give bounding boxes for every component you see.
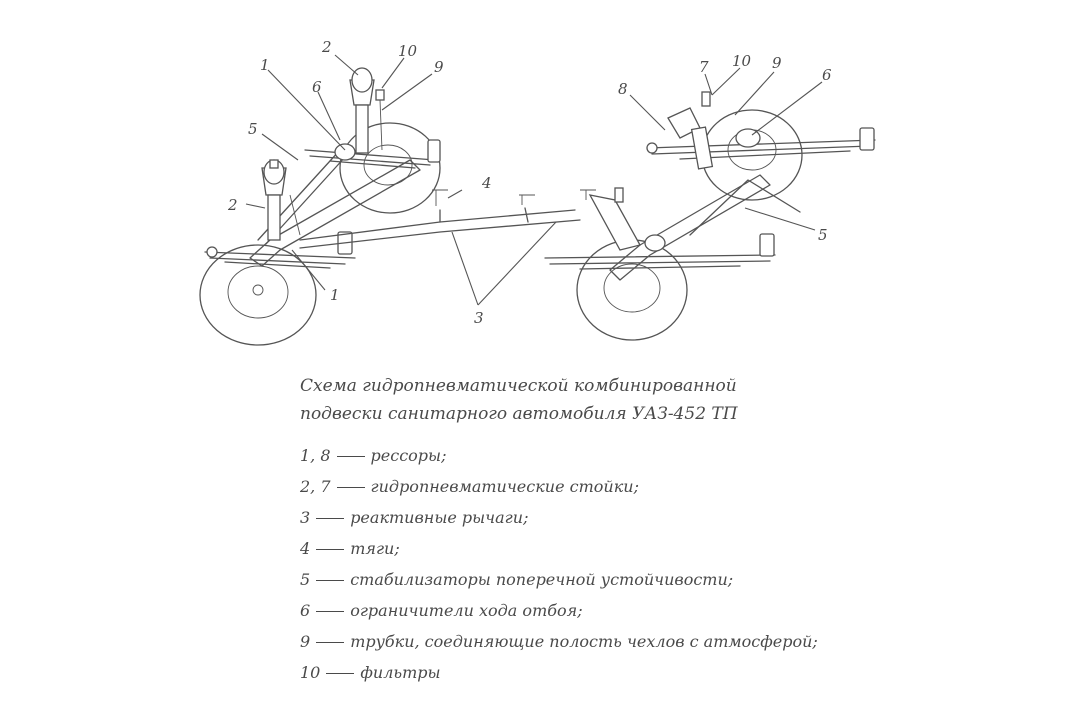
- rear-leaf-springs: [544, 127, 876, 270]
- front-rebound-limiter: [334, 143, 356, 161]
- callout-7: 7: [699, 58, 709, 76]
- callout-3: 3: [474, 309, 484, 327]
- callout-5-front: 5: [248, 120, 258, 138]
- legend-text: гидропневматические стойки;: [370, 477, 639, 496]
- front-leaf-springs: [204, 139, 441, 269]
- callout-9-front: 9: [434, 58, 444, 76]
- legend-list: 1, 8 рессоры; 2, 7 гидропневматические сто…: [300, 440, 1060, 688]
- legend-key: 9: [300, 632, 311, 651]
- rear-stabilizer: [689, 179, 801, 236]
- front-near-wheel: [199, 244, 317, 346]
- legend-text: рессоры;: [370, 446, 447, 465]
- front-far-wheel: [339, 122, 441, 214]
- callout-2-front-near: 2: [227, 196, 238, 214]
- callout-1-front-near: 1: [330, 286, 340, 304]
- legend-key: 4: [300, 539, 311, 558]
- legend-key: 3: [300, 508, 311, 527]
- legend-key: 2, 7: [300, 477, 331, 496]
- legend-item: 5 стабилизаторы поперечной устойчивости;: [300, 564, 1060, 595]
- legend-dash: [316, 611, 345, 612]
- link-rod: [439, 207, 529, 223]
- legend-dash: [326, 673, 355, 674]
- legend-item: 10 фильтры: [300, 657, 1060, 688]
- rear-reaction-arm-assembly: [588, 187, 666, 252]
- legend-item: 6 ограничители хода отбоя;: [300, 595, 1060, 626]
- diagram-caption: Схема гидропневматической комбинированно…: [300, 372, 1060, 428]
- caption-line-1: Схема гидропневматической комбинированно…: [300, 376, 737, 396]
- legend-item: 9 трубки, соединяющие полость чехлов с ат…: [300, 626, 1060, 657]
- callout-5-rear: 5: [818, 226, 828, 244]
- legend-text: тяги;: [350, 539, 400, 558]
- legend-item: 1, 8 рессоры;: [300, 440, 1060, 471]
- legend-dash: [336, 456, 365, 457]
- legend-key: 1, 8: [300, 446, 331, 465]
- callout-4: 4: [481, 174, 492, 192]
- legend-item: 4 тяги;: [300, 533, 1060, 564]
- legend-text: трубки, соединяющие полость чехлов с атм…: [350, 632, 818, 651]
- legend-text: реактивные рычаги;: [350, 508, 529, 527]
- legend-key: 6: [300, 601, 311, 620]
- callout-2-front-far: 2: [321, 38, 332, 56]
- legend-dash: [316, 580, 345, 581]
- front-left-strut: [261, 159, 287, 241]
- legend-text: стабилизаторы поперечной устойчивости;: [350, 570, 734, 589]
- callout-6-rear: 6: [822, 66, 832, 84]
- leader-lines: [245, 54, 823, 306]
- callout-9-rear: 9: [772, 54, 782, 72]
- legend-item: 3 реактивные рычаги;: [300, 502, 1060, 533]
- legend-dash: [316, 642, 345, 643]
- callout-6-front: 6: [312, 78, 322, 96]
- legend-text: фильтры: [360, 663, 441, 682]
- legend-dash: [316, 518, 345, 519]
- callout-1-front-far: 1: [260, 56, 270, 74]
- rear-strut: [667, 91, 714, 170]
- suspension-diagram: 1 1 2 2 3 4 5 5 6 6 7 8 9 9 10 10: [199, 38, 876, 346]
- callout-10-rear: 10: [732, 52, 752, 70]
- callout-8: 8: [618, 80, 628, 98]
- legend-dash: [336, 487, 365, 488]
- front-tube: [289, 99, 383, 236]
- legend-text: ограничители хода отбоя;: [350, 601, 583, 620]
- caption-line-2: подвески санитарного автомобиля УАЗ-452 …: [300, 404, 738, 424]
- legend-dash: [316, 549, 345, 550]
- rear-near-wheel: [576, 239, 688, 341]
- legend-item: 2, 7 гидропневматические стойки;: [300, 471, 1060, 502]
- legend-key: 5: [300, 570, 311, 589]
- callout-10-front: 10: [398, 42, 418, 60]
- legend-key: 10: [300, 663, 321, 682]
